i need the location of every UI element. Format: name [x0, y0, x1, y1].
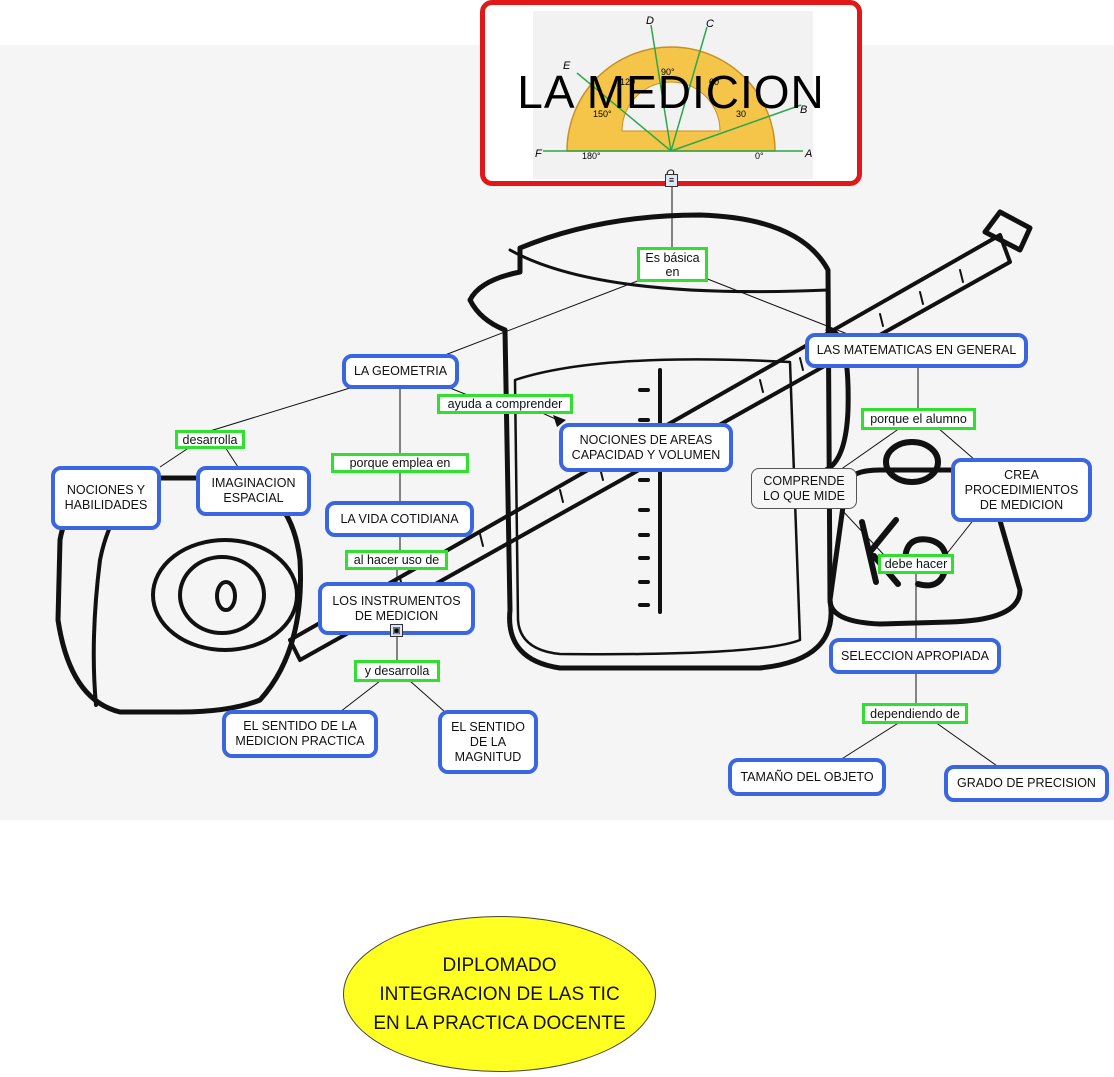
link-ayuda[interactable]: ayuda a comprender	[437, 394, 573, 414]
link-porque-alumno[interactable]: porque el alumno	[861, 408, 976, 430]
title-concept[interactable]: D C E B F A O 90° 120 60 150° 30 180° 0°…	[480, 0, 862, 186]
protractor-tick-180: 180°	[582, 151, 601, 161]
footer-line-1: DIPLOMADO	[442, 954, 557, 976]
concept-sentido-magnitud[interactable]: EL SENTIDO DE LA MAGNITUD	[438, 710, 538, 774]
document-icon[interactable]: ≡	[665, 174, 678, 187]
concept-nociones-habilidades[interactable]: NOCIONES Y HABILIDADES	[51, 466, 161, 530]
diplomado-oval[interactable]: DIPLOMADO INTEGRACION DE LAS TIC EN LA P…	[343, 916, 656, 1072]
link-porque-emplea[interactable]: porque emplea en	[331, 453, 469, 473]
concept-crea[interactable]: CREA PROCEDIMIENTOS DE MEDICION	[951, 458, 1092, 522]
footer-line-3: EN LA PRACTICA DOCENTE	[373, 1012, 626, 1034]
link-es-basica[interactable]: Es básica en	[637, 247, 708, 282]
protractor-label-a: A	[804, 148, 812, 160]
concept-imaginacion[interactable]: IMAGINACION ESPACIAL	[196, 466, 311, 516]
concept-tamano[interactable]: TAMAÑO DEL OBJETO	[728, 758, 886, 796]
protractor-tick-30: 30	[736, 109, 746, 119]
protractor-label-b: B	[800, 104, 807, 116]
concept-vida-cotidiana[interactable]: LA VIDA COTIDIANA	[325, 501, 474, 537]
map-title: LA MEDICION	[517, 66, 825, 118]
link-debe-hacer[interactable]: debe hacer	[878, 554, 954, 574]
protractor-tick-150: 150°	[593, 109, 612, 119]
concept-geometria[interactable]: LA GEOMETRIA	[342, 354, 459, 389]
protractor-tick-90: 90°	[661, 67, 675, 77]
protractor-label-f: F	[535, 148, 543, 160]
concept-seleccion[interactable]: SELECCION APROPIADA	[829, 638, 1001, 674]
link-al-hacer[interactable]: al hacer uso de	[345, 550, 448, 570]
protractor-icon: D C E B F A O 90° 120 60 150° 30 180° 0°	[535, 15, 812, 180]
concept-sentido-medicion[interactable]: EL SENTIDO DE LA MEDICION PRACTICA	[222, 710, 378, 758]
protractor-label-e: E	[563, 60, 571, 72]
protractor-label-d: D	[646, 15, 654, 27]
link-dependiendo[interactable]: dependiendo de	[862, 703, 968, 724]
protractor-tick-0: 0°	[755, 151, 764, 161]
image-icon[interactable]: ▣	[390, 624, 403, 637]
link-y-desarrolla[interactable]: y desarrolla	[354, 660, 440, 682]
concept-nociones-areas[interactable]: NOCIONES DE AREAS CAPACIDAD Y VOLUMEN	[559, 423, 733, 472]
protractor-tick-60: 60	[709, 77, 719, 87]
concept-matematicas[interactable]: LAS MATEMATICAS EN GENERAL	[805, 333, 1028, 368]
protractor-label-c: C	[706, 18, 714, 30]
concept-precision[interactable]: GRADO DE PRECISION	[944, 765, 1109, 802]
concept-comprende[interactable]: COMPRENDE LO QUE MIDE	[751, 468, 857, 509]
link-desarrolla[interactable]: desarrolla	[175, 430, 245, 449]
footer-line-2: INTEGRACION DE LAS TIC	[379, 983, 620, 1005]
protractor-tick-120: 120	[620, 77, 635, 87]
